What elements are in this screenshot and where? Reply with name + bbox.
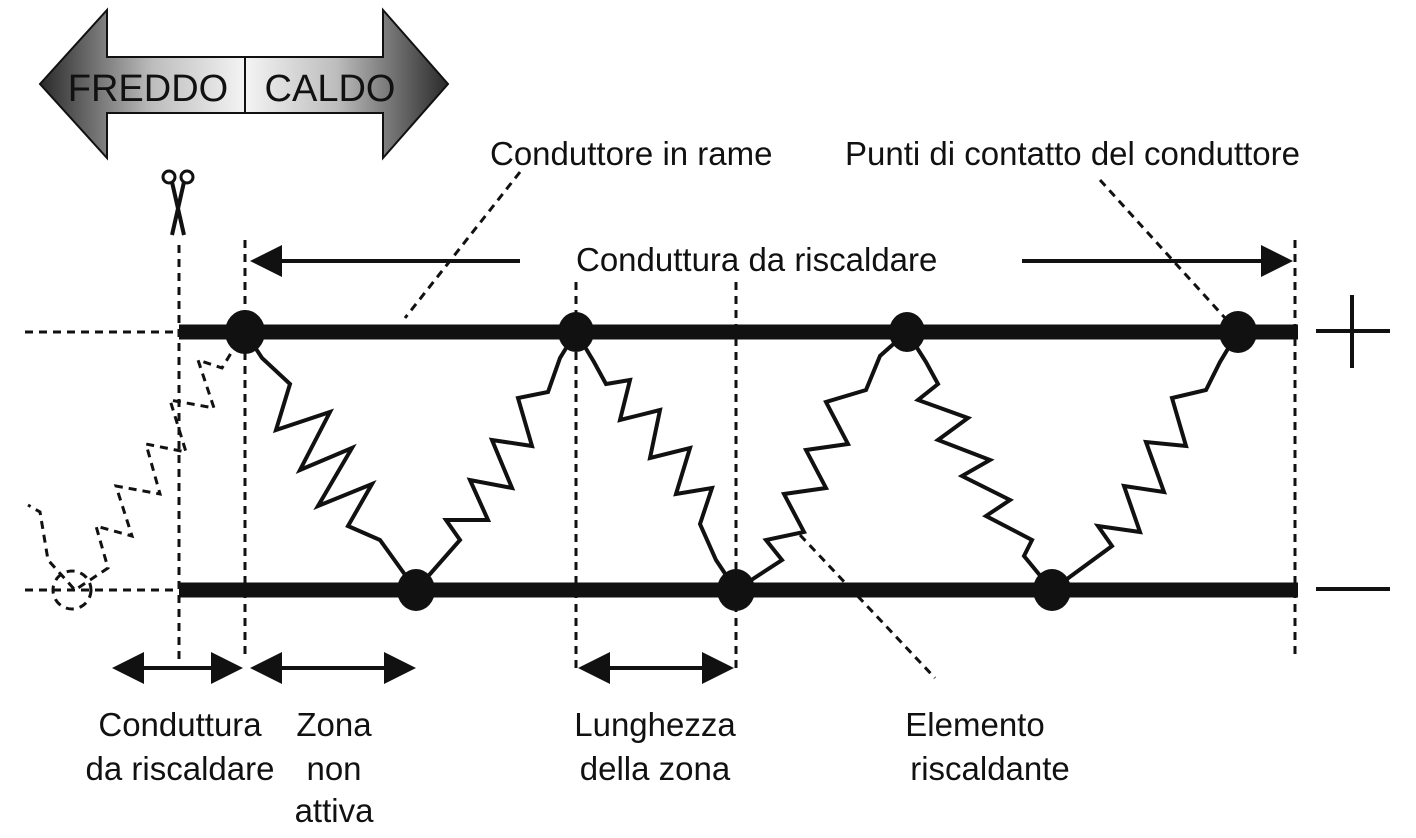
hot-label: CALDO [265,68,396,110]
polarity-symbols [1316,295,1390,591]
resistor-segment [574,330,738,592]
heating-element-label-line1: Elemento [905,706,1044,743]
hot-arrow-shape [244,7,450,161]
inactive-zone-label-line1: Zona [296,706,372,743]
cold-arrow-shape [38,7,246,161]
resistor-segment [905,330,1054,592]
resistor-segment [414,330,578,592]
scissors-icon [161,169,195,236]
pipe-span-arrow [250,245,1293,277]
contact-point [1033,569,1071,611]
contact-point [558,312,594,352]
pipe-to-heat-bottom-label-line2: da riscaldare [86,750,275,787]
heating-element-label-line2: riscaldante [910,750,1070,787]
labels: Conduttore in rame Punti di contatto del… [86,135,1300,829]
cold-label: FREDDO [68,68,228,110]
inactive-zone-label-line2: non [306,750,361,787]
conductors [179,324,1298,598]
contact-point [225,310,265,354]
cold-hot-arrow-banner: FREDDO CALDO [38,7,450,161]
resistor-segment [1050,330,1240,592]
heating-element [243,330,1240,592]
zone-length-label-line1: Lunghezza [574,706,736,743]
contact-points [225,310,1257,611]
contact-point [889,312,925,352]
pipe-to-heat-dimension [112,652,243,684]
zone-length-label-line2: della zona [580,750,731,787]
ghost-contact-point [51,569,93,611]
contact-points-leader [1098,178,1227,320]
inactive-zone-label-line3: attiva [295,792,375,829]
heating-element-leader [798,533,937,680]
contact-point [1219,311,1257,353]
contact-point [397,569,435,611]
ghost-heating-element [27,329,247,592]
leader-lines [403,171,1227,680]
zone-length-dimension [578,652,734,684]
copper-conductor-leader [403,171,522,319]
resistor-segment [243,330,418,592]
resistor-segment [734,330,909,592]
dimension-arrows [112,652,734,684]
pipe-to-heat-bottom-label-line1: Conduttura [98,706,262,743]
contact-point [717,569,755,611]
inactive-zone-dimension [250,652,416,684]
pipe-to-heat-top-label: Conduttura da riscaldare [576,241,937,278]
contact-points-label: Punti di contatto del conduttore [845,135,1300,172]
cut-away-section [25,329,247,611]
copper-conductor-label: Conduttore in rame [490,135,772,172]
